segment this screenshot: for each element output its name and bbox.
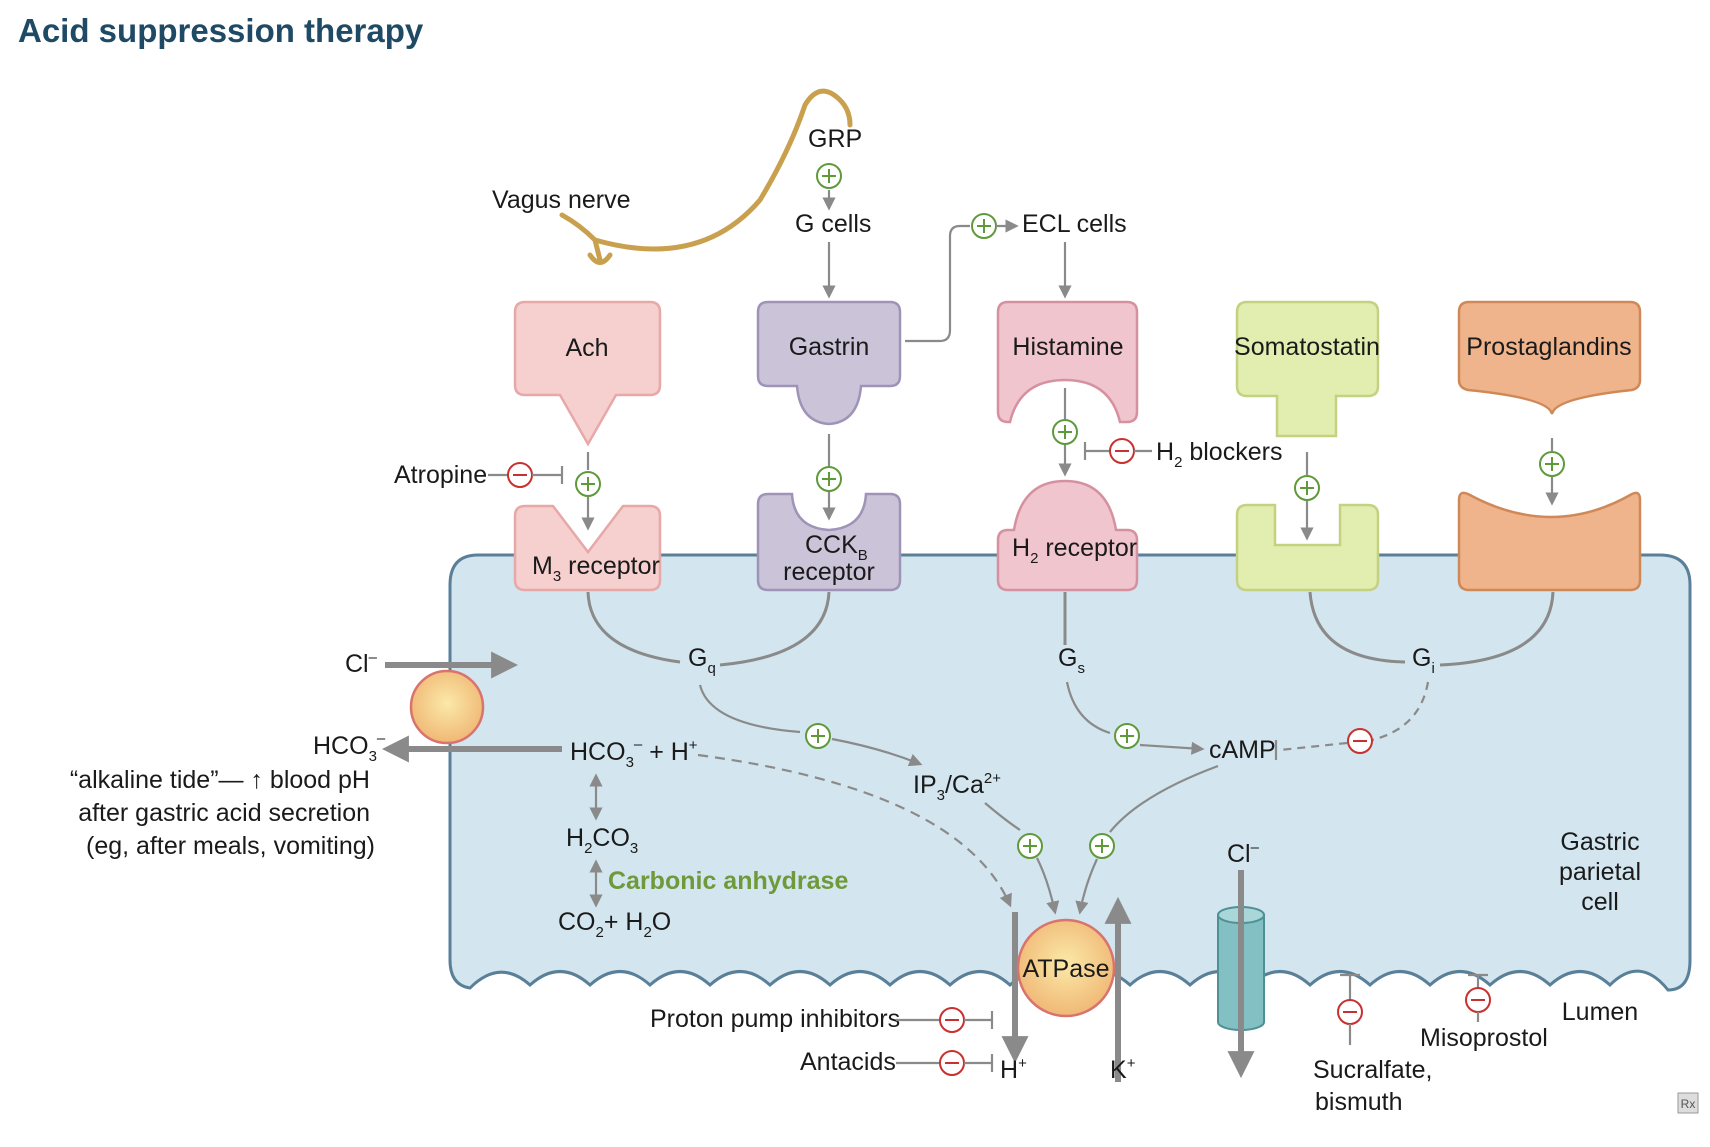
minus-icon — [1109, 438, 1135, 464]
minus-icon — [1347, 728, 1373, 754]
somatostatin-label: Somatostatin — [1234, 333, 1380, 361]
hco3-h-label: HCO3– + H+ — [570, 736, 698, 771]
ppi-label: Proton pump inhibitors — [650, 1005, 900, 1033]
prostaglandins-label: Prostaglandins — [1466, 333, 1631, 361]
plus-icon — [805, 723, 831, 749]
somatostatin-receptor — [1235, 503, 1380, 592]
page-title: Acid suppression therapy — [18, 12, 424, 49]
histamine-ligand — [996, 300, 1139, 424]
gastrin-ligand — [756, 300, 902, 426]
cckb-receptor-label-2: receptor — [783, 558, 875, 586]
gastrin-label: Gastrin — [789, 333, 870, 361]
cckb-receptor-label: CCKB — [805, 531, 868, 564]
prostaglandin-receptor — [1457, 491, 1642, 592]
vagus-nerve-fiber — [559, 88, 853, 265]
histamine-label: Histamine — [1012, 333, 1123, 361]
alkaline-tide-line3: (eg, after meals, vomiting) — [86, 832, 375, 860]
somatostatin-ligand — [1235, 300, 1380, 438]
ip3-ca-label: IP3/Ca2+ — [913, 770, 1001, 804]
minus-icon — [507, 462, 533, 488]
grp-label: GRP — [808, 125, 862, 153]
m3-receptor-label: M3 receptor — [532, 552, 660, 585]
plus-icon — [1052, 419, 1078, 445]
alkaline-tide-line1: “alkaline tide”— ↑ blood pH — [70, 766, 370, 794]
h-out-label: H+ — [1000, 1055, 1027, 1084]
gs-label: Gs — [1058, 644, 1085, 677]
cckb-receptor — [756, 492, 902, 592]
co2-h2o-label: CO2+ H2O — [558, 908, 671, 941]
plus-icon — [1089, 833, 1115, 859]
sucralfate-label-1: Sucralfate, — [1313, 1056, 1433, 1084]
misoprostol-label: Misoprostol — [1420, 1024, 1548, 1052]
minus-icon — [1337, 999, 1363, 1025]
lumen-label: Lumen — [1562, 998, 1638, 1026]
atpase-label: ATPase — [1022, 955, 1109, 983]
gq-label: Gq — [688, 644, 716, 677]
plus-icon — [1539, 451, 1565, 477]
cell-label-line1: Gastric — [1560, 828, 1639, 856]
h-k-atpase-pump — [1016, 918, 1116, 1018]
h2-receptor — [996, 479, 1139, 592]
ecl-cells-label: ECL cells — [1022, 210, 1127, 238]
ach-label: Ach — [565, 334, 608, 362]
plus-icon — [816, 163, 842, 189]
cl-in-label: Cl– — [345, 649, 378, 678]
vagus-nerve-label: Vagus nerve — [492, 186, 631, 214]
plus-icon — [1114, 723, 1140, 749]
plus-icon — [971, 213, 997, 239]
h2-receptor-label: H2 receptor — [1012, 534, 1137, 567]
alkaline-tide-line2: after gastric acid secretion — [78, 799, 370, 827]
ach-ligand — [513, 300, 662, 447]
h2-blockers-label: H2 blockers — [1156, 438, 1282, 471]
cell-label-line3: cell — [1581, 888, 1619, 916]
gi-label: Gi — [1412, 644, 1435, 677]
plus-icon — [1017, 833, 1043, 859]
camp-label: cAMP — [1209, 736, 1276, 764]
minus-icon — [939, 1007, 965, 1033]
rx-logo: Rx — [1677, 1092, 1699, 1114]
atropine-label: Atropine — [394, 461, 487, 489]
cl-channel-label: Cl– — [1227, 839, 1260, 868]
plus-icon — [575, 471, 601, 497]
sucralfate-label-2: bismuth — [1315, 1088, 1403, 1116]
plus-icon — [1294, 475, 1320, 501]
antacids-label: Antacids — [800, 1048, 896, 1076]
m3-receptor — [513, 504, 662, 592]
svg-text:Rx: Rx — [1681, 1097, 1696, 1111]
hco3-out-label: HCO3– — [313, 730, 386, 765]
carbonic-anhydrase-label: Carbonic anhydrase — [608, 867, 848, 895]
prostaglandins-ligand — [1457, 300, 1642, 415]
minus-icon — [1465, 987, 1491, 1013]
h2co3-label: H2CO3 — [566, 824, 638, 857]
minus-icon — [939, 1050, 965, 1076]
g-cells-label: G cells — [795, 210, 871, 238]
cell-label-line2: parietal — [1559, 858, 1641, 886]
k-in-label: K+ — [1110, 1055, 1136, 1084]
plus-icon — [816, 466, 842, 492]
chloride-bicarbonate-exchanger — [409, 669, 485, 745]
